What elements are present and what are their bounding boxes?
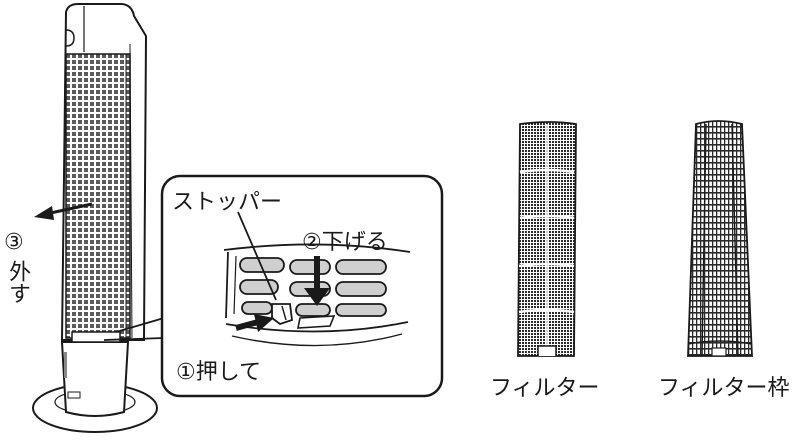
filter-frame-label: フィルター枠 xyxy=(658,376,790,401)
stopper-leader xyxy=(237,211,277,301)
remove-arrow xyxy=(34,202,93,220)
tower-fan xyxy=(32,3,158,433)
step1-label: ①押して xyxy=(176,360,262,385)
stopper-label: ストッパー xyxy=(172,190,283,215)
step2-label: ②下げる xyxy=(302,230,388,255)
push-arrow xyxy=(235,314,274,332)
filter-illustration xyxy=(517,121,577,357)
fan-side-vent xyxy=(64,352,67,378)
step3-text: 外す xyxy=(5,260,31,304)
fan-lower-housing xyxy=(60,341,130,417)
callout-leaders xyxy=(103,317,165,341)
filter-label: フィルター xyxy=(490,376,600,401)
step3-number: ③ xyxy=(4,230,24,255)
fan-top-knob xyxy=(65,29,75,47)
stopper-latch xyxy=(271,303,293,326)
fan-grille xyxy=(65,53,131,339)
down-arrow xyxy=(304,256,330,306)
filter-frame-illustration xyxy=(687,120,753,357)
